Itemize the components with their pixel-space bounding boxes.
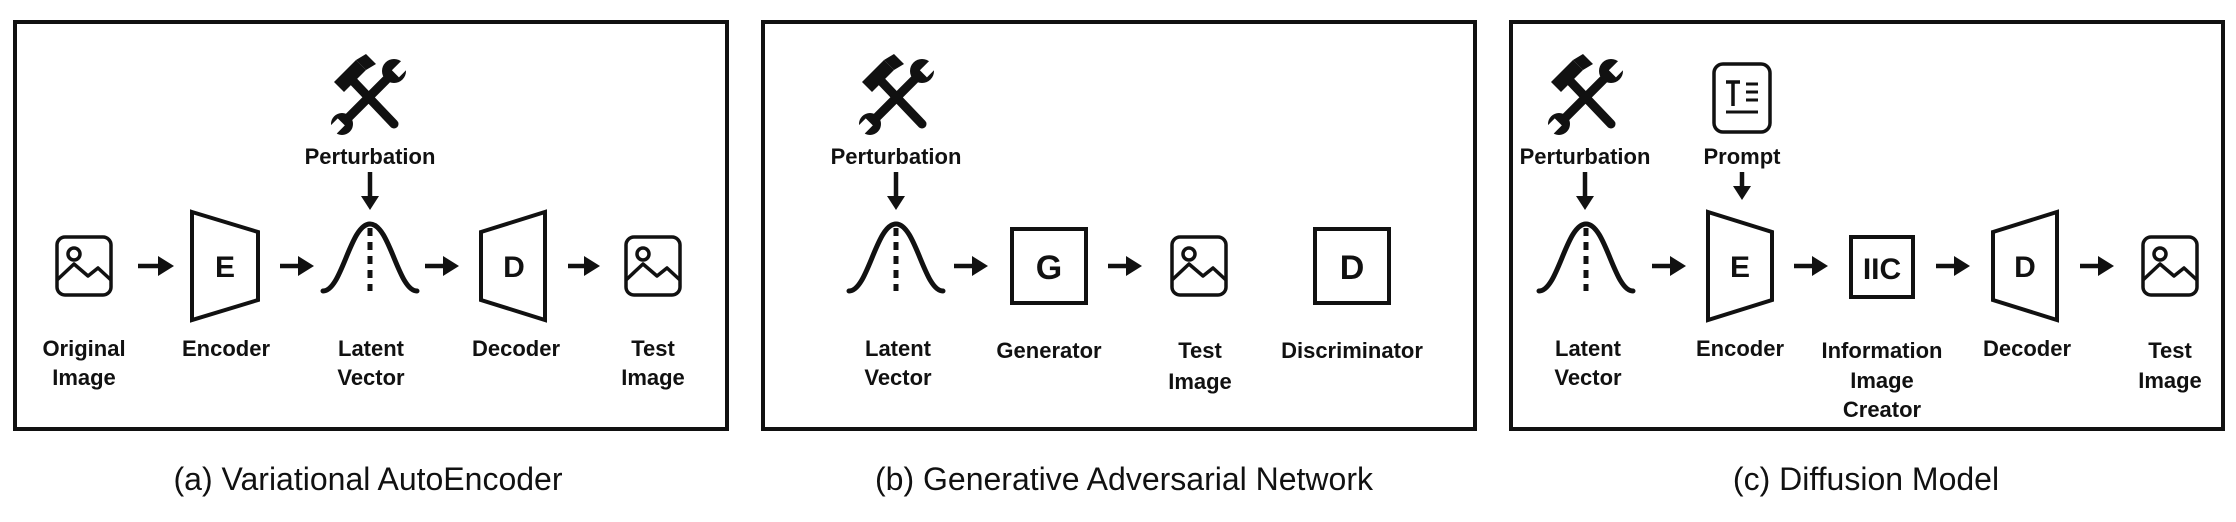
perturbation-label: Perturbation [305, 144, 436, 169]
decoder-letter: D [503, 251, 525, 284]
original-image-label-line2: Image [52, 365, 116, 390]
latent-vector-label-line2: Vector [864, 365, 932, 390]
panel-caption: (a) Variational AutoEncoder [174, 461, 563, 497]
arrow-head [443, 256, 459, 276]
encoder-label: Encoder [1696, 336, 1784, 361]
latent-vector-label-line2: Vector [337, 365, 405, 390]
iic-label-line2: Image [1850, 368, 1914, 393]
encoder-letter: E [215, 251, 235, 284]
encoder-block [190, 209, 260, 323]
arrow-head [2098, 256, 2114, 276]
arrow-head [1812, 256, 1828, 276]
test-image-label-line1: Test [2148, 338, 2192, 363]
arrow-head [158, 256, 174, 276]
information-image-creator-block [1849, 235, 1915, 299]
test-image-icon [624, 235, 682, 297]
arrow-head [1670, 256, 1686, 276]
arrow-head [361, 196, 379, 210]
iic-label-line3: Creator [1843, 397, 1922, 422]
arrow-head [584, 256, 600, 276]
generator-block [1010, 227, 1088, 305]
arrow-head [1126, 256, 1142, 276]
gaussian-curve-icon [323, 224, 417, 291]
text-document-icon [1712, 62, 1772, 134]
original-image-label-line1: Original [42, 336, 125, 361]
latent-vector-label-line1: Latent [865, 336, 932, 361]
test-image-icon [1170, 235, 1228, 297]
discriminator-block [1313, 227, 1391, 305]
test-image-icon [2141, 235, 2199, 297]
decoder-label: Decoder [472, 336, 560, 361]
hammer-wrench-icon [1545, 54, 1627, 135]
perturbation-label: Perturbation [1520, 144, 1651, 169]
perturbation-label: Perturbation [831, 144, 962, 169]
test-image-label-line2: Image [621, 365, 685, 390]
arrow-head [1954, 256, 1970, 276]
discriminator-letter: D [1340, 249, 1365, 287]
panel-caption: (b) Generative Adversarial Network [875, 461, 1374, 497]
latent-vector-label-line1: Latent [1555, 336, 1622, 361]
decoder-label: Decoder [1983, 336, 2071, 361]
decoder-block [479, 209, 547, 323]
decoder-letter: D [2014, 251, 2036, 284]
panel-frame [1509, 20, 2225, 431]
arrow-head [1576, 196, 1594, 210]
panel-frame [13, 20, 729, 431]
panel-gan: Perturbation Latent Vector G Generator T… [761, 20, 1477, 497]
hammer-wrench-icon [856, 54, 938, 135]
original-image-icon [55, 235, 113, 297]
discriminator-label: Discriminator [1281, 338, 1423, 363]
arrow-head [1733, 186, 1751, 200]
panel-frame [761, 20, 1477, 431]
hammer-wrench-icon [328, 54, 410, 135]
test-image-label-line2: Image [1168, 369, 1232, 394]
test-image-label-line1: Test [631, 336, 675, 361]
encoder-block [1706, 209, 1774, 323]
encoder-label: Encoder [182, 336, 270, 361]
test-image-label-line1: Test [1178, 338, 1222, 363]
decoder-block [1991, 209, 2059, 323]
arrow-head [298, 256, 314, 276]
panel-caption: (c) Diffusion Model [1733, 461, 1999, 497]
latent-vector-label-line1: Latent [338, 336, 405, 361]
encoder-letter: E [1730, 251, 1750, 284]
generator-label: Generator [996, 338, 1102, 363]
generator-letter: G [1036, 249, 1062, 287]
panel-diffusion: Perturbation Prompt Latent Vector E Enco… [1509, 20, 2225, 497]
panel-vae: Perturbation Original Image E Encoder La… [13, 20, 729, 497]
iic-letters: IIC [1863, 253, 1901, 286]
arrow-head [887, 196, 905, 210]
gaussian-curve-icon [1539, 224, 1633, 291]
iic-label-line1: Information [1822, 338, 1943, 363]
gaussian-curve-icon [849, 224, 943, 291]
arrow-head [972, 256, 988, 276]
latent-vector-label-line2: Vector [1554, 365, 1622, 390]
prompt-label: Prompt [1704, 144, 1782, 169]
test-image-label-line2: Image [2138, 368, 2202, 393]
